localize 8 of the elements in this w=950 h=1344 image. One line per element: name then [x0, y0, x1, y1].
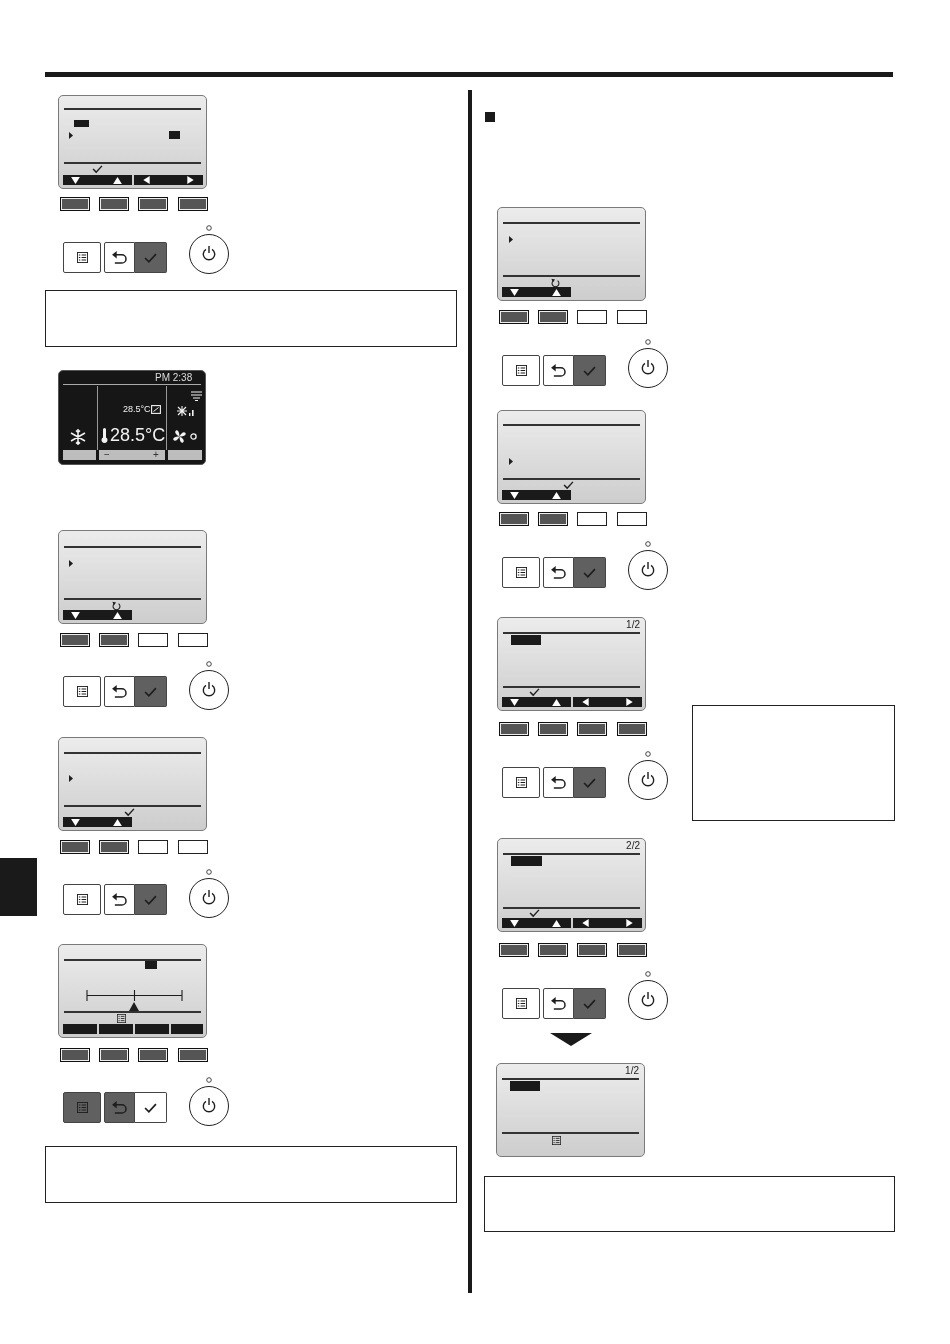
- time-display: PM 2:38: [155, 373, 193, 383]
- set-temperature: 28.5°C: [110, 426, 166, 444]
- page-indicator: 1/2: [626, 620, 640, 630]
- plus-sign: +: [153, 450, 159, 460]
- page-indicator: 1/2: [625, 1066, 639, 1076]
- page-indicator: 2/2: [626, 841, 640, 851]
- room-temperature: 28.5°C: [123, 405, 151, 414]
- minus-sign: −: [104, 450, 110, 460]
